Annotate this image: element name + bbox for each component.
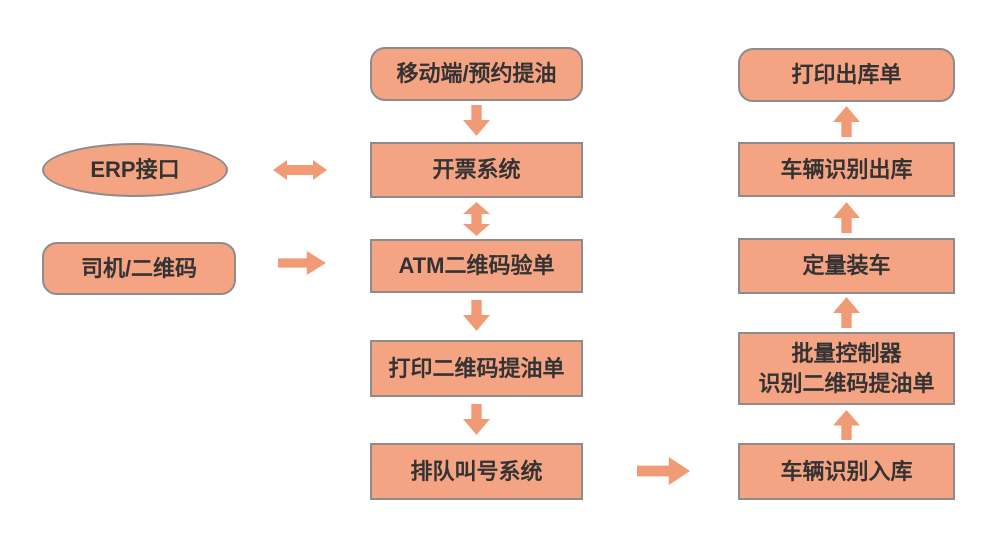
- node-label: 开票系统: [432, 157, 521, 183]
- node-label: 车辆识别入库: [780, 458, 913, 484]
- node-billing-system: 开票系统: [370, 142, 583, 198]
- double-horizontal-arrow-erp-billing-icon: [273, 160, 327, 180]
- node-mobile-reservation: 移动端/预约提油: [370, 47, 583, 101]
- double-vertical-arrow-billing-atm-icon: [463, 202, 490, 236]
- up-arrow-vehicle-entry-to-batch-icon: [833, 410, 860, 440]
- node-label: 打印出库单: [791, 62, 902, 88]
- up-arrow-loading-to-vehicle-exit-icon: [833, 202, 860, 233]
- node-label: 车辆识别出库: [780, 156, 913, 182]
- up-arrow-vehicle-exit-to-print-outbound-icon: [833, 106, 860, 137]
- node-print-qrcode-oil-ticket: 打印二维码提油单: [370, 340, 583, 397]
- up-arrow-batch-to-loading-icon: [833, 297, 860, 328]
- node-label: 移动端/预约提油: [396, 61, 557, 87]
- node-batch-controller: 批量控制器 识别二维码提油单: [738, 332, 955, 405]
- node-atm-qrcode-verify: ATM二维码验单: [370, 239, 583, 293]
- node-label: ATM二维码验单: [398, 253, 555, 279]
- right-arrow-driver-to-atm-icon: [278, 251, 326, 275]
- node-erp-interface: ERP接口: [42, 143, 228, 197]
- node-vehicle-recognition-entry: 车辆识别入库: [738, 443, 955, 500]
- node-label: 批量控制器 识别二维码提油单: [758, 341, 935, 396]
- node-queue-calling-system: 排队叫号系统: [370, 443, 583, 500]
- down-arrow-print-ticket-to-queue-icon: [463, 404, 490, 435]
- node-vehicle-recognition-exit: 车辆识别出库: [738, 142, 955, 197]
- node-label: 打印二维码提油单: [388, 355, 565, 381]
- node-quantitative-loading: 定量装车: [738, 238, 955, 294]
- node-label: ERP接口: [90, 157, 180, 183]
- down-arrow-atm-to-print-ticket-icon: [463, 300, 490, 331]
- node-driver-qrcode: 司机/二维码: [42, 242, 236, 295]
- right-arrow-queue-to-vehicle-entry-icon: [637, 457, 690, 485]
- node-print-outbound-order: 打印出库单: [738, 48, 955, 102]
- node-label: 定量装车: [802, 253, 891, 279]
- node-label: 排队叫号系统: [410, 458, 543, 484]
- down-arrow-mobile-to-billing-icon: [463, 105, 490, 136]
- node-label: 司机/二维码: [80, 255, 198, 281]
